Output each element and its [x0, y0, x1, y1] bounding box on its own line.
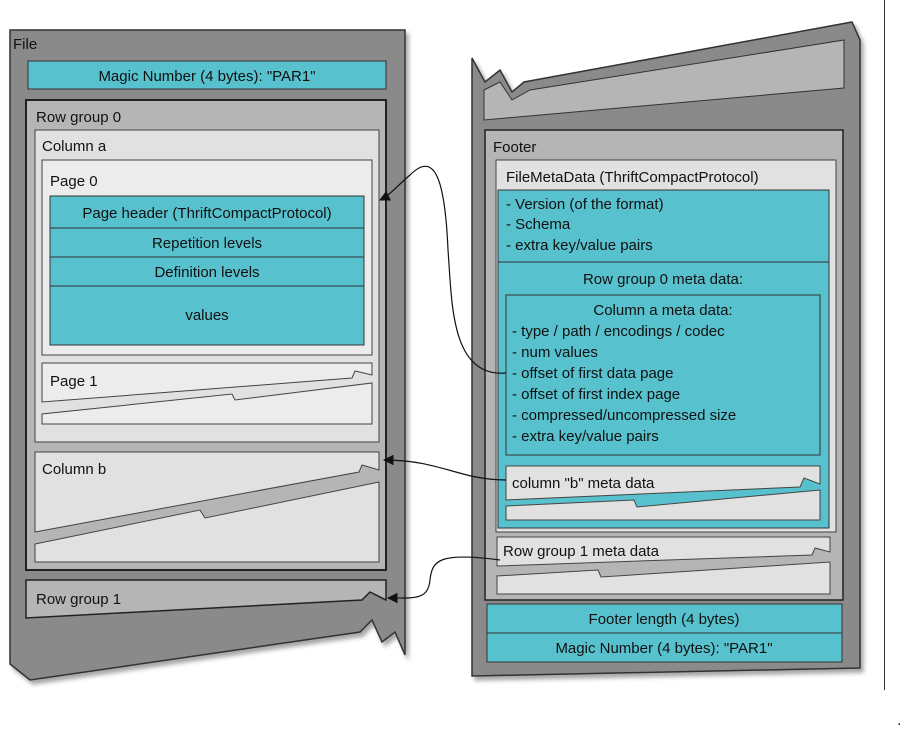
magic-number-top: [27, 60, 387, 90]
arrow-column-a-offset: [379, 165, 507, 374]
column-a-meta-item: - num values: [512, 344, 598, 361]
row-group-1-shape: [25, 579, 387, 619]
row-group-0-title: Row group 0: [36, 109, 121, 126]
column-b-meta-shape-bottom: [505, 489, 821, 521]
arrow-column-b-offset: [382, 454, 507, 481]
pointer-arrows: [379, 165, 507, 604]
file-title: File: [13, 36, 37, 53]
page-1: Page 1: [41, 362, 373, 425]
file-container: File Magic Number (4 bytes): "PAR1" Row …: [9, 29, 406, 681]
magic-number-bottom: [486, 632, 843, 663]
right-edge-rule: [884, 0, 885, 690]
column-a-meta: Column a meta data: - type / path / enco…: [505, 294, 821, 456]
row-group-1-meta-shape: [496, 536, 831, 567]
footer-length-label: Footer length (4 bytes): [589, 611, 740, 628]
file-metadata-item-schema: - Schema: [506, 216, 571, 233]
page-1-shape-bottom: [41, 382, 373, 425]
row-group-0: Row group 0 Column a Page 0 Page header …: [25, 99, 387, 571]
repetition-levels: [49, 227, 365, 258]
page-header: [49, 195, 365, 229]
magic-number-bottom-label: Magic Number (4 bytes): "PAR1": [555, 640, 772, 657]
column-a-meta-item: - type / path / encodings / codec: [512, 323, 725, 340]
definition-levels-label: Definition levels: [154, 264, 259, 281]
file-metadata-item-version: - Version (of the format): [506, 196, 664, 213]
page-1-title: Page 1: [50, 373, 98, 390]
file-metadata-item-extra: - extra key/value pairs: [506, 237, 653, 254]
footer-top-torn-piece: [483, 39, 845, 121]
definition-levels: [49, 256, 365, 287]
row-group-1-meta: Row group 1 meta data: [496, 536, 831, 595]
footer: Footer FileMetaData (ThriftCompactProtoc…: [484, 129, 844, 601]
column-a-title: Column a: [42, 138, 107, 155]
column-b-shape: [34, 451, 380, 533]
column-a-meta-title: Column a meta data:: [593, 302, 732, 319]
column-b-meta-shape: [505, 465, 821, 501]
page-0: Page 0 Page header (ThriftCompactProtoco…: [41, 159, 373, 356]
column-a: Column a Page 0 Page header (ThriftCompa…: [34, 129, 380, 443]
column-a-meta-item: - extra key/value pairs: [512, 428, 659, 445]
file-metadata: FileMetaData (ThriftCompactProtocol) - V…: [495, 159, 837, 533]
page-0-title: Page 0: [50, 173, 98, 190]
page-header-label: Page header (ThriftCompactProtocol): [82, 205, 331, 222]
column-b-meta-label: column "b" meta data: [512, 475, 655, 492]
footer-length: [486, 603, 843, 634]
arrow-row-group-1-offset: [386, 556, 501, 604]
row-group-1-meta-shape-bottom: [496, 561, 831, 595]
column-a-meta-item: - compressed/uncompressed size: [512, 407, 736, 424]
repetition-levels-label: Repetition levels: [152, 235, 262, 252]
values-block: [49, 285, 365, 346]
column-b-shape-bottom: [34, 481, 380, 563]
column-a-meta-box: [505, 294, 821, 456]
file-metadata-title: FileMetaData (ThriftCompactProtocol): [506, 169, 759, 186]
page-1-shape: [41, 362, 373, 403]
values-label: values: [185, 307, 228, 324]
column-b-title: Column b: [42, 461, 106, 478]
row-group-1: Row group 1: [25, 579, 387, 619]
row-group-1-title: Row group 1: [36, 591, 121, 608]
row-group-0-meta: Row group 0 meta data: Column a meta dat…: [497, 261, 830, 529]
column-b: Column b: [34, 451, 380, 563]
footer-title: Footer: [493, 139, 536, 156]
footer-side: Footer FileMetaData (ThriftCompactProtoc…: [471, 21, 861, 677]
column-a-meta-item: - offset of first data page: [512, 365, 673, 382]
column-b-meta: column "b" meta data: [505, 465, 821, 521]
column-a-meta-item: - offset of first index page: [512, 386, 680, 403]
trailing-mark: .: [897, 712, 902, 729]
magic-number-top-label: Magic Number (4 bytes): "PAR1": [98, 68, 315, 85]
row-group-0-meta-title: Row group 0 meta data:: [583, 271, 743, 288]
file-metadata-fields: [497, 189, 830, 263]
row-group-1-meta-label: Row group 1 meta data: [503, 543, 660, 560]
